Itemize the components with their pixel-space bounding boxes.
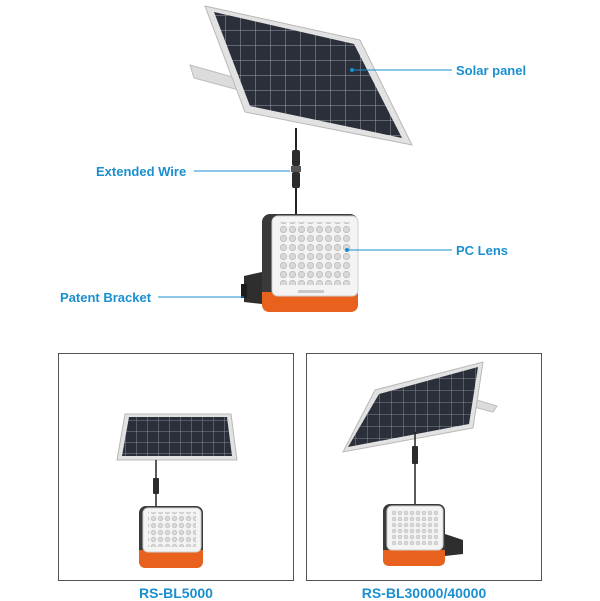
small-kit-illustration bbox=[116, 413, 238, 568]
extended-wire bbox=[291, 128, 301, 214]
model-name-small: RS-BL5000 bbox=[139, 585, 213, 601]
model-name-large: RS-BL30000/40000 bbox=[361, 585, 487, 601]
callout-leaders bbox=[158, 69, 452, 298]
pc-lens-label: PC Lens bbox=[456, 243, 509, 258]
model-box-small bbox=[58, 353, 294, 581]
main-product-diagram bbox=[158, 5, 452, 312]
floodlight bbox=[241, 214, 359, 312]
solar-panel bbox=[204, 5, 413, 146]
solar-panel-label: Solar panel bbox=[456, 63, 527, 78]
patent-bracket-label: Patent Bracket bbox=[60, 290, 152, 305]
model-box-large bbox=[306, 353, 542, 581]
large-kit-illustration bbox=[342, 361, 498, 566]
patent-bracket bbox=[244, 272, 262, 304]
extended-wire-label: Extended Wire bbox=[96, 164, 187, 179]
